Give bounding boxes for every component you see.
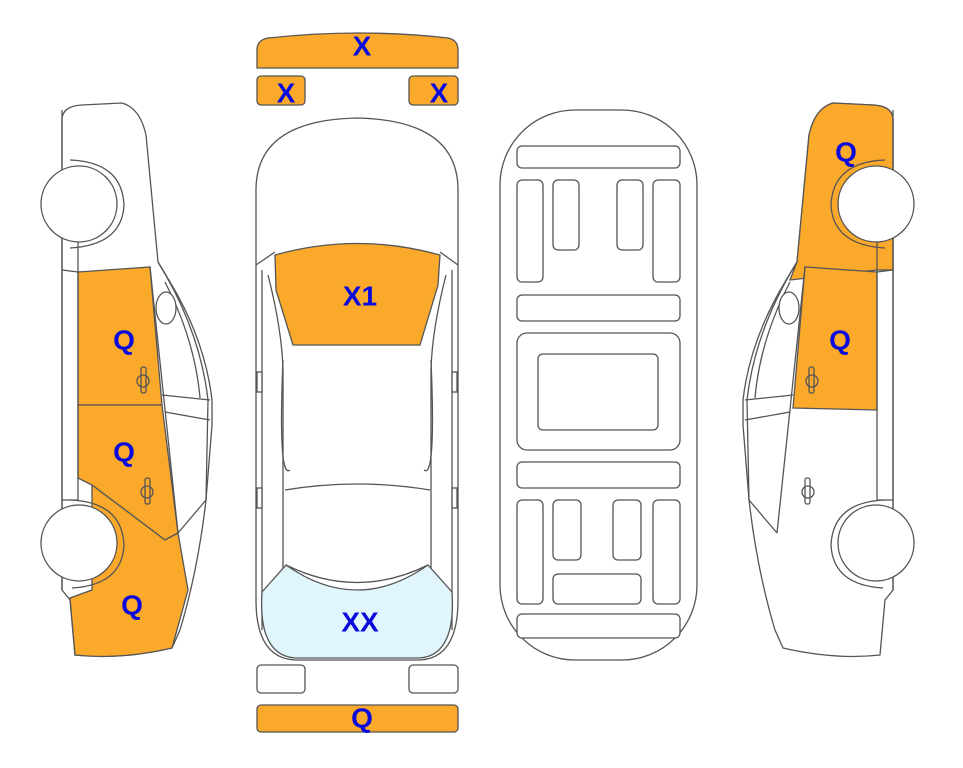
- top-view: X X X X1 XX Q: [255, 31, 459, 734]
- underbody-view: [499, 109, 698, 661]
- right-side-view: Q Q: [742, 102, 915, 658]
- right-mirror-top: [451, 371, 458, 393]
- right-rear-wheel: [837, 504, 915, 582]
- left-handle-top: [256, 487, 263, 509]
- label-left-rear-fender: Q: [121, 590, 143, 621]
- underbody-parts: [516, 145, 681, 639]
- rear-window-panel[interactable]: [260, 564, 454, 659]
- front-bumper-panel[interactable]: [256, 32, 459, 69]
- front-left-light[interactable]: [256, 75, 306, 106]
- right-handle-top: [451, 487, 458, 509]
- label-right-front-door: Q: [829, 325, 851, 356]
- windshield-panel[interactable]: [274, 242, 441, 346]
- label-windshield: X1: [343, 281, 377, 312]
- rear-left-light[interactable]: [256, 664, 306, 694]
- right-front-wheel: [837, 165, 915, 243]
- rear-right-light[interactable]: [408, 664, 459, 694]
- label-rear-bumper: Q: [351, 703, 373, 734]
- left-side-view: Q Q Q: [40, 102, 213, 658]
- left-mirror: [155, 291, 177, 325]
- top-side-lines: [255, 251, 459, 630]
- label-right-front-fender: Q: [835, 137, 857, 168]
- label-front-bumper: X: [353, 31, 372, 62]
- left-mirror-top: [256, 371, 263, 393]
- label-left-front-door: Q: [113, 325, 135, 356]
- rear-bumper-panel[interactable]: [256, 704, 459, 733]
- front-right-light[interactable]: [408, 75, 459, 106]
- left-door-handle-1: [136, 366, 150, 394]
- label-front-left-light: X: [277, 78, 296, 109]
- label-front-right-light: X: [430, 78, 449, 109]
- left-front-wheel: [40, 165, 118, 243]
- left-rear-wheel: [40, 504, 118, 582]
- label-left-rear-door: Q: [113, 437, 135, 468]
- label-rear-window: XX: [341, 607, 379, 638]
- left-door-handle-2: [140, 477, 154, 505]
- top-roof-lines: [280, 359, 434, 584]
